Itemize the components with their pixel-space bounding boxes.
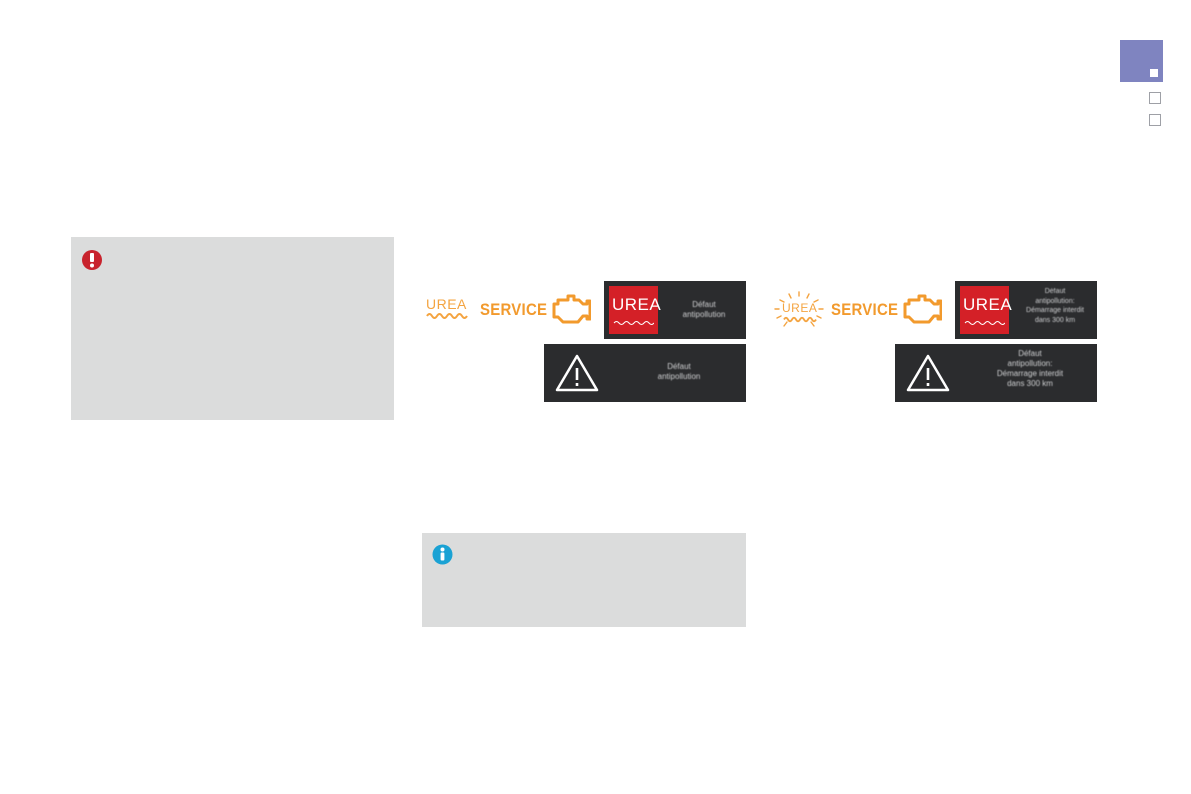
service-warning-light: SERVICE <box>480 300 548 319</box>
display-panel-alert: Défaut antipollution: Démarrage interdit… <box>895 344 1097 402</box>
display-panel-urea: UREA Défaut antipollution <box>604 281 746 339</box>
info-icon <box>432 544 453 565</box>
warning-triangle-icon <box>555 354 599 392</box>
fluid-wave-icon <box>613 321 654 325</box>
fluid-wave-icon <box>964 321 1005 325</box>
display-panel-alert: Défaut antipollution <box>544 344 746 402</box>
alert-message: Défaut antipollution <box>657 362 701 381</box>
display-panel-urea: UREA Défaut antipollution: Démarrage int… <box>955 281 1097 339</box>
exclamation-warning-icon <box>82 250 102 270</box>
urea-warning-light-label: UREA <box>782 301 818 315</box>
current-page-dot <box>1150 69 1158 77</box>
fluid-wave-icon <box>426 313 468 319</box>
urea-red-tile: UREA <box>609 286 662 334</box>
urea-warning-light-label: UREA <box>426 296 467 312</box>
fluid-wave-icon <box>783 316 817 323</box>
page-indicator-2[interactable] <box>1149 92 1161 104</box>
display-message: Défaut antipollution <box>682 300 726 319</box>
display-message: Défaut antipollution: Démarrage interdit… <box>1026 288 1084 324</box>
engine-warning-icon <box>903 294 942 324</box>
info-note-box <box>422 533 746 627</box>
page-indicator-3[interactable] <box>1149 114 1161 126</box>
alert-message: Défaut antipollution: Démarrage interdit… <box>996 349 1064 388</box>
warning-note-box <box>71 237 394 420</box>
engine-warning-icon <box>552 294 591 324</box>
urea-flashing-rays-icon <box>774 291 824 327</box>
urea-tile-label: UREA <box>612 295 662 314</box>
warning-triangle-icon <box>906 354 950 392</box>
urea-tile-label: UREA <box>963 295 1013 314</box>
urea-red-tile: UREA <box>960 286 1013 334</box>
service-warning-light: SERVICE <box>831 300 899 319</box>
